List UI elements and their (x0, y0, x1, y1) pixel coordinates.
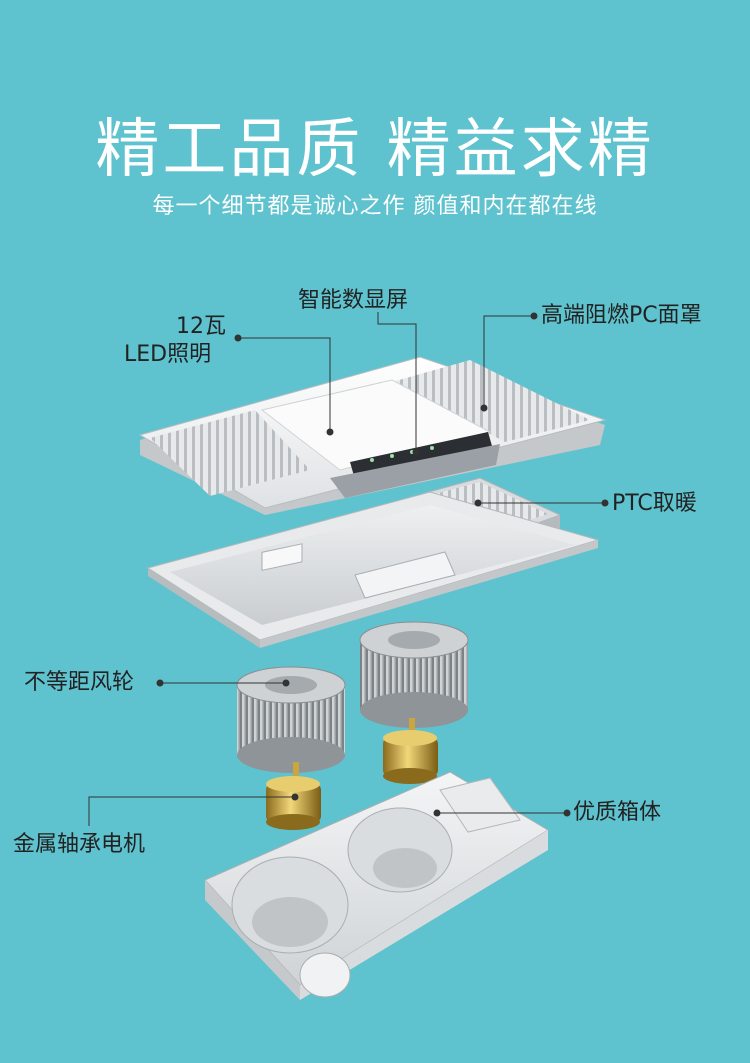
callout-ptc: PTC取暖 (612, 491, 697, 516)
motor-right (383, 718, 438, 784)
callout-led-watt: 12瓦 (176, 314, 226, 339)
fan-wheel-right (359, 621, 469, 728)
fan-wheel-left (236, 666, 346, 773)
left-vent-grille (150, 410, 310, 496)
callout-motor: 金属轴承电机 (13, 832, 146, 857)
right-vent-grille (392, 360, 590, 442)
led-light-panel (260, 379, 492, 471)
page-title: 精工品质 精益求精 (95, 113, 655, 187)
digital-display-strip (350, 432, 492, 476)
mounting-tray (146, 491, 600, 648)
housing-box (204, 771, 549, 1000)
callout-box: 优质箱体 (573, 800, 662, 825)
leader-lines (88, 312, 609, 826)
page-subtitle: 每一个细节都是诚心之作 颜值和内在都在线 (152, 194, 598, 219)
callout-fan-wheel: 不等距风轮 (24, 670, 135, 695)
callout-pc-cover: 高端阻燃PC面罩 (541, 303, 702, 328)
face-panel (138, 356, 607, 515)
callout-led-light: LED照明 (124, 342, 212, 367)
callout-display: 智能数显屏 (298, 288, 409, 313)
motor-left (266, 762, 321, 830)
exhaust-outlet (299, 952, 351, 998)
